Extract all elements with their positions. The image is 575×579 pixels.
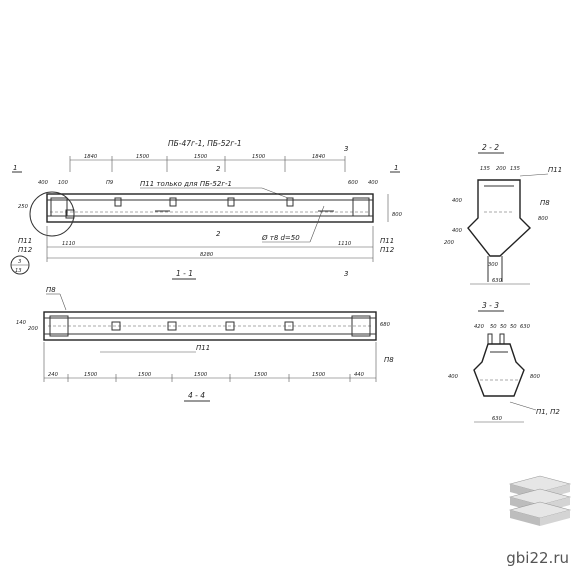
plan-side-dim-b: 200 — [28, 326, 39, 332]
plan-dim-7: 440 — [354, 372, 365, 378]
node-ref-top: 3 — [18, 259, 21, 265]
right-dim-400: 400 — [368, 180, 379, 186]
bottom-dim-right: 1110 — [338, 241, 352, 247]
rebar-label-p11-left: П11 — [18, 237, 32, 245]
view-title-3-3: 3 - 3 — [482, 301, 499, 310]
sec22-top-dim-1: 135 — [480, 166, 491, 172]
plan-side-dim-c: 680 — [380, 322, 391, 328]
cut-mark-3-top: 3 — [344, 145, 348, 153]
bottom-dim-left: 1110 — [62, 241, 76, 247]
sec33-top-dim-3: 50 — [500, 324, 507, 330]
rebar-label-p12-right: П12 — [380, 246, 395, 254]
elevation-view: ПБ-47г-1, ПБ-52г-1 1840 1500 1500 1500 1… — [10, 139, 403, 280]
stacked-slabs-icon — [508, 475, 572, 526]
rebar-label-p8-top: П8 — [46, 286, 56, 294]
sec22-top-dim-2: 200 — [496, 166, 507, 172]
rebar-label-p8-plan: П8 — [384, 356, 394, 364]
sec33-top-dim-4: 50 — [510, 324, 517, 330]
plan-dim-5: 1500 — [254, 372, 268, 378]
top-dim-2: 1500 — [136, 154, 150, 160]
cut-mark-2-top: 2 — [216, 165, 221, 173]
right-dim-600: 600 — [348, 180, 359, 186]
sec33-bottom-dim: 630 — [492, 416, 503, 422]
rebar-label-p12-left: П12 — [18, 246, 33, 254]
plan-dim-1: 240 — [48, 372, 59, 378]
section-2-2: 2 - 2 135 200 135 П11 400 400 800 200 30… — [444, 143, 562, 285]
view-title-4-4: 4 - 4 — [188, 391, 205, 400]
note-p11: П11 только для ПБ-52г-1 — [140, 180, 232, 188]
cut-mark-3-bottom: 3 — [344, 270, 348, 278]
rebar-dia-label: Ø т8 d=50 — [261, 234, 300, 242]
plan-view: П8 140 200 680 П11 П8 240 1500 1500 1500… — [16, 286, 394, 402]
rebar-label-p11-plan: П11 — [196, 344, 210, 352]
sec22-side-dim-1: 400 — [452, 198, 463, 204]
plan-dim-3: 1500 — [138, 372, 152, 378]
sec33-side-dim-1: 400 — [448, 374, 459, 380]
rebar-label-p8-sec22: П8 — [540, 199, 550, 207]
rebar-label-p1p2: П1, П2 — [536, 408, 560, 416]
rebar-label-p9-top: П9 — [106, 180, 113, 186]
node-ref-bottom: 13 — [15, 268, 22, 274]
plan-side-dim-a: 140 — [16, 320, 27, 326]
view-title-1-1: 1 - 1 — [176, 269, 193, 278]
sec33-side-dim-2: 800 — [530, 374, 541, 380]
plan-dim-2: 1500 — [84, 372, 98, 378]
rebar-label-p11-sec22: П11 — [548, 166, 562, 174]
cut-mark-1-right: 1 — [394, 164, 398, 172]
height-dim: 800 — [392, 212, 403, 218]
section-3-3: 3 - 3 420 50 50 50 630 400 800 П1, П2 63… — [448, 301, 560, 423]
plan-dim-6: 1500 — [312, 372, 326, 378]
plan-dim-4: 1500 — [194, 372, 208, 378]
total-length-dim: 8280 — [200, 252, 214, 258]
top-dim-1: 1840 — [84, 154, 98, 160]
top-dim-4: 1500 — [252, 154, 266, 160]
left-dim-100: 100 — [58, 180, 69, 186]
sec22-base-dim: 300 — [488, 262, 499, 268]
sec22-top-dim-3: 135 — [510, 166, 521, 172]
view-title-2-2: 2 - 2 — [482, 143, 499, 152]
sec22-side-dim-2: 400 — [452, 228, 463, 234]
site-watermark[interactable]: gbi22.ru — [506, 549, 569, 567]
cut-mark-2-bottom: 2 — [216, 230, 221, 238]
top-dim-5: 1840 — [312, 154, 326, 160]
top-dim-3: 1500 — [194, 154, 208, 160]
sec33-top-dim-1: 420 — [474, 324, 485, 330]
marks-header: ПБ-47г-1, ПБ-52г-1 — [168, 139, 242, 148]
sec33-top-dim-5: 630 — [520, 324, 531, 330]
cut-mark-1-left: 1 — [13, 164, 17, 172]
left-dim-400: 400 — [38, 180, 49, 186]
sec22-side-dim-4: 200 — [444, 240, 455, 246]
rebar-label-p11-right: П11 — [380, 237, 394, 245]
sec33-top-dim-2: 50 — [490, 324, 497, 330]
sec22-side-dim-3: 800 — [538, 216, 549, 222]
sec22-bottom-dim: 630 — [492, 278, 503, 284]
left-side-dim-a: 250 — [18, 204, 29, 210]
